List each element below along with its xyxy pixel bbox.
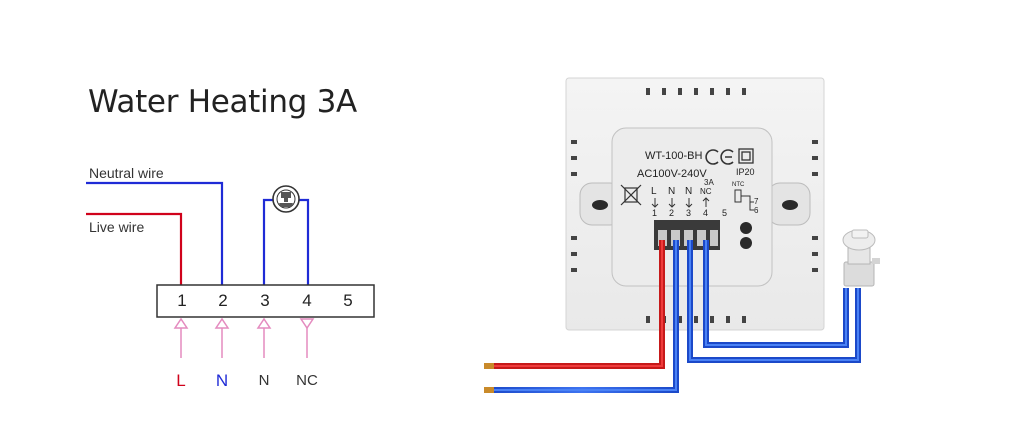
terminal-4: 4 [302,291,312,310]
copper-tip-red [484,363,494,369]
neutral-wire-label: Neutral wire [89,165,164,181]
label-L: L [176,371,186,390]
device-term-num-4: 4 [703,208,709,218]
device-model: WT-100-BH [645,150,703,162]
actuator-wire-right [298,198,310,285]
terminal-3: 3 [260,291,270,310]
device-term-label-L: L [651,186,657,197]
actuator-head-icon [842,229,880,287]
double-insulation-icon [738,148,754,164]
device-current: 3A [704,178,714,187]
label-N: N [258,372,270,389]
device-term-label-NC: NC [700,187,712,196]
arrow-up-3 [256,317,272,329]
device-term-label-N: N [668,186,676,197]
weee-bin-icon [620,184,642,206]
device-term-num-5: 5 [722,208,728,218]
copper-tip-blue [484,387,494,393]
neutral-wire [86,181,224,285]
label-N-blue: N [215,371,229,390]
ntc-sensor-icon [734,189,754,211]
device-ntc-label: NTC [732,182,745,188]
valve-actuator-icon [272,185,300,213]
live-wire [86,212,183,285]
device-term-num-3: 3 [686,208,692,218]
arrow-up-2 [214,317,230,329]
device-term-label-N2: N [685,186,693,197]
diagram-title: Water Heating 3A [88,84,357,120]
terminal-5: 5 [343,291,353,310]
ce-mark-icon [705,149,734,165]
terminal-block [156,284,375,318]
device-term-num-1: 1 [652,208,658,218]
device-term-num-2: 2 [669,208,675,218]
terminal-2: 2 [218,291,228,310]
label-NC: NC [296,372,318,389]
terminal-1: 1 [177,291,187,310]
arrow-up-1 [173,317,189,329]
arrow-down-4 [299,318,315,330]
live-wire-label: Live wire [89,219,145,235]
device-ntc-pin-6: 6 [754,206,759,215]
device-ip-rating: IP20 [736,167,755,177]
device-ntc-pin-7: 7 [754,197,759,206]
device-voltage: AC100V-240V [637,168,707,180]
actuator-wire-left [262,198,274,285]
